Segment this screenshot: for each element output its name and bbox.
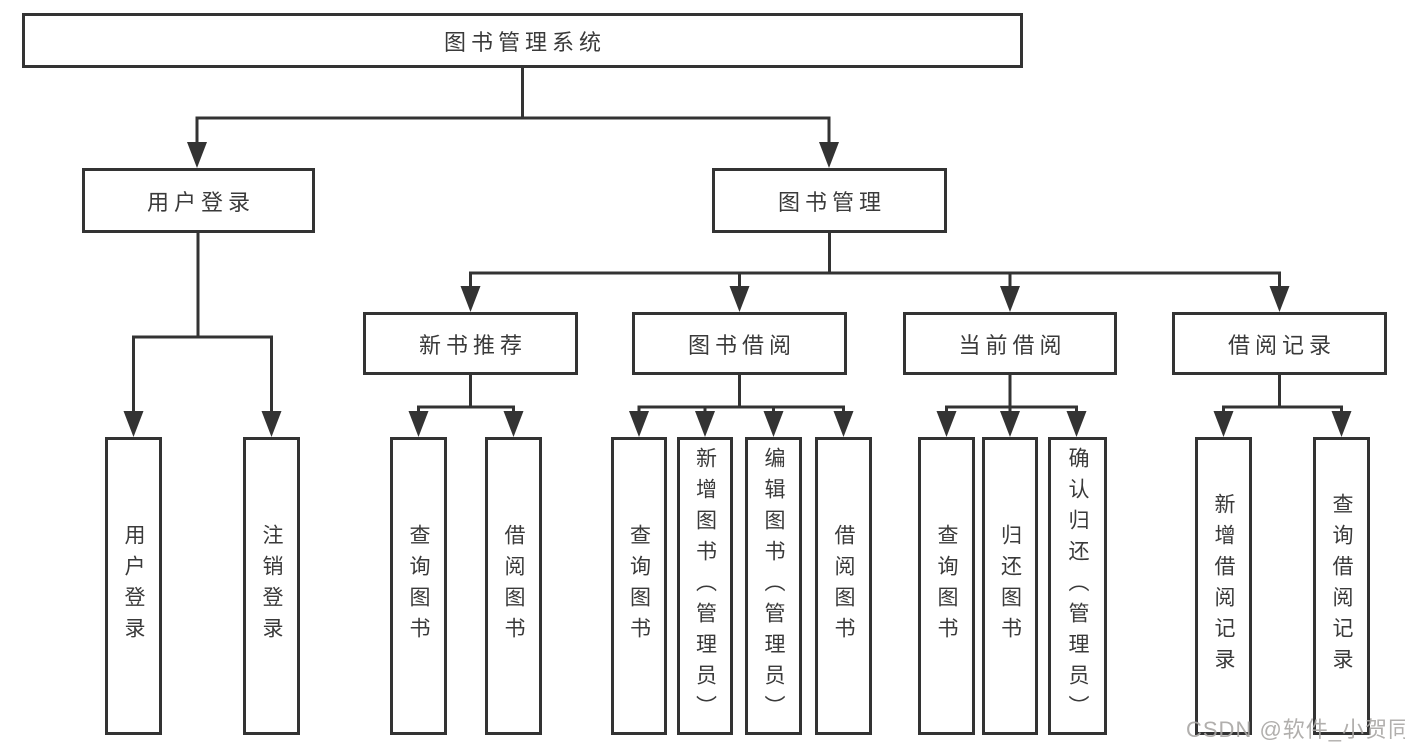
leaf-user-login: 用户登录 [105,437,162,735]
node-borrow-records: 借阅记录 [1172,312,1387,375]
leaf-add-borrow-record: 新增借阅记录 [1195,437,1252,735]
leaf-query-borrow-record: 查询借阅记录 [1313,437,1370,735]
leaf-confirm-return-admin: 确认归还（管理员） [1048,437,1107,735]
leaf-return-books: 归还图书 [982,437,1038,735]
leaf-edit-books-admin: 编辑图书（管理员） [745,437,802,735]
leaf-logout: 注销登录 [243,437,300,735]
node-book-borrow: 图书借阅 [632,312,847,375]
node-current-borrow: 当前借阅 [903,312,1117,375]
watermark: CSDN @软件_小贺同学 [1186,717,1405,742]
node-user-login: 用户登录 [82,168,315,233]
leaf-recommend-borrow-books: 借阅图书 [485,437,542,735]
arrowheads [123,142,1352,437]
leaf-borrow-books: 借阅图书 [815,437,872,735]
leaf-recommend-query-books: 查询图书 [390,437,447,735]
leaf-add-books-admin: 新增图书（管理员） [677,437,733,735]
leaf-current-query-books: 查询图书 [918,437,975,735]
node-book-management-system: 图书管理系统 [22,13,1023,68]
leaf-borrow-query-books: 查询图书 [611,437,667,735]
connector-paths [132,68,1343,415]
node-book-management: 图书管理 [712,168,947,233]
node-new-book-recommend: 新书推荐 [363,312,578,375]
